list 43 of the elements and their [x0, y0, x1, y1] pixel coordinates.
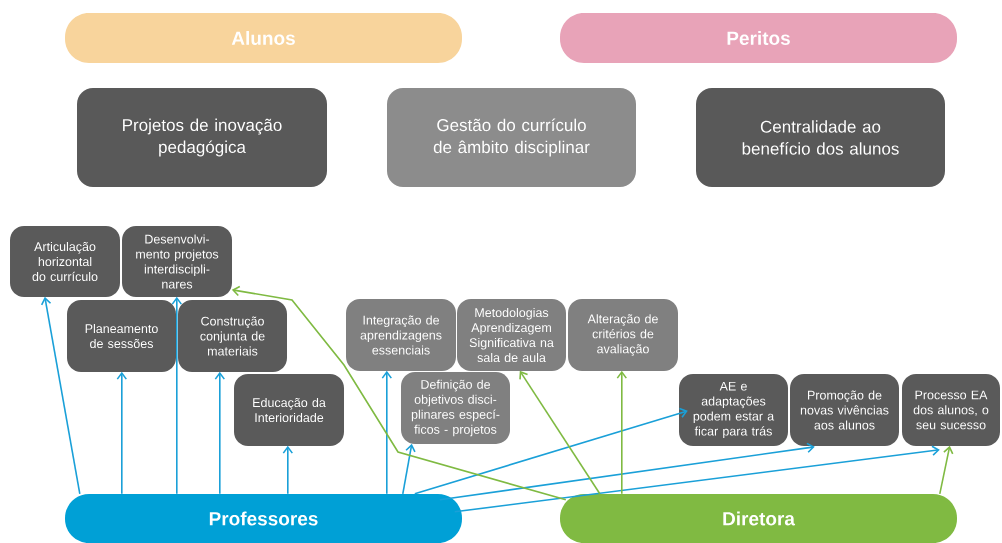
- arrow: [439, 442, 815, 501]
- topic-box: Processo EA dos alunos, o seu sucesso: [902, 374, 1000, 446]
- group-banner: Professores: [65, 494, 462, 543]
- topic-box: Planeamento de sessões: [67, 300, 176, 372]
- arrow: [214, 371, 226, 495]
- arrow: [414, 407, 688, 495]
- topic-box: Alteração de critérios de avaliação: [568, 299, 678, 371]
- group-banner: Peritos: [560, 13, 957, 63]
- arrow: [616, 370, 628, 495]
- arrow: [381, 370, 393, 495]
- arrow: [231, 285, 567, 501]
- topic-box: Articulação horizontal do currículo: [10, 226, 120, 297]
- node-label: Planeamento de sessões: [85, 323, 158, 349]
- topic-box: Desenvolvi- mento projetos interdiscipli- nares: [122, 226, 232, 297]
- arrow: [116, 371, 128, 495]
- node-label: Construção conjunta de materiais: [200, 316, 265, 356]
- topic-box: Metodologias Aprendizagem Significativa na sala de aula: [457, 299, 566, 371]
- node-label: Metodologias Aprendizagem Significativa na sala de aula: [469, 307, 554, 363]
- node-label: Articulação horizontal do currículo: [32, 241, 98, 282]
- topic-box: Promoção de novas vivências aos alunos: [790, 374, 899, 446]
- node-label: Alteração de critérios de avaliação: [587, 314, 658, 356]
- node-label: Desenvolvi- mento projetos interdiscipli- nares: [136, 234, 219, 289]
- group-banner: Alunos: [65, 13, 462, 63]
- topic-box: AE e adaptações podem estar a ficar para trás: [679, 374, 788, 446]
- theme-box: Gestão do currículo de âmbito disciplinar: [387, 88, 636, 187]
- arrow: [40, 296, 81, 495]
- node-label: AE e adaptações podem estar a ficar para trás: [693, 381, 775, 439]
- arrow: [454, 445, 940, 513]
- topic-box: Construção conjunta de materiais: [178, 300, 287, 372]
- node-label: Integração de aprendizagens essenciais: [360, 315, 442, 355]
- node-label: Definição de objetivos disci- plinares especí- ficos - projetos: [411, 379, 500, 437]
- arrow: [519, 370, 601, 495]
- topic-box: Integração de aprendizagens essenciais: [346, 299, 456, 371]
- arrow: [402, 443, 416, 495]
- theme-box: Projetos de inovação pedagógica: [77, 88, 327, 187]
- theme-box: Centralidade ao benefício dos alunos: [696, 88, 945, 187]
- node-label: Promoção de novas vivências aos alunos: [800, 390, 889, 430]
- group-banner: Diretora: [560, 494, 957, 543]
- arrow: [939, 445, 954, 495]
- topic-box: Definição de objetivos disci- plinares especí- ficos - projetos: [401, 372, 510, 444]
- arrow: [282, 445, 294, 495]
- topic-box: Educação da Interioridade: [234, 374, 344, 446]
- arrow: [171, 296, 183, 495]
